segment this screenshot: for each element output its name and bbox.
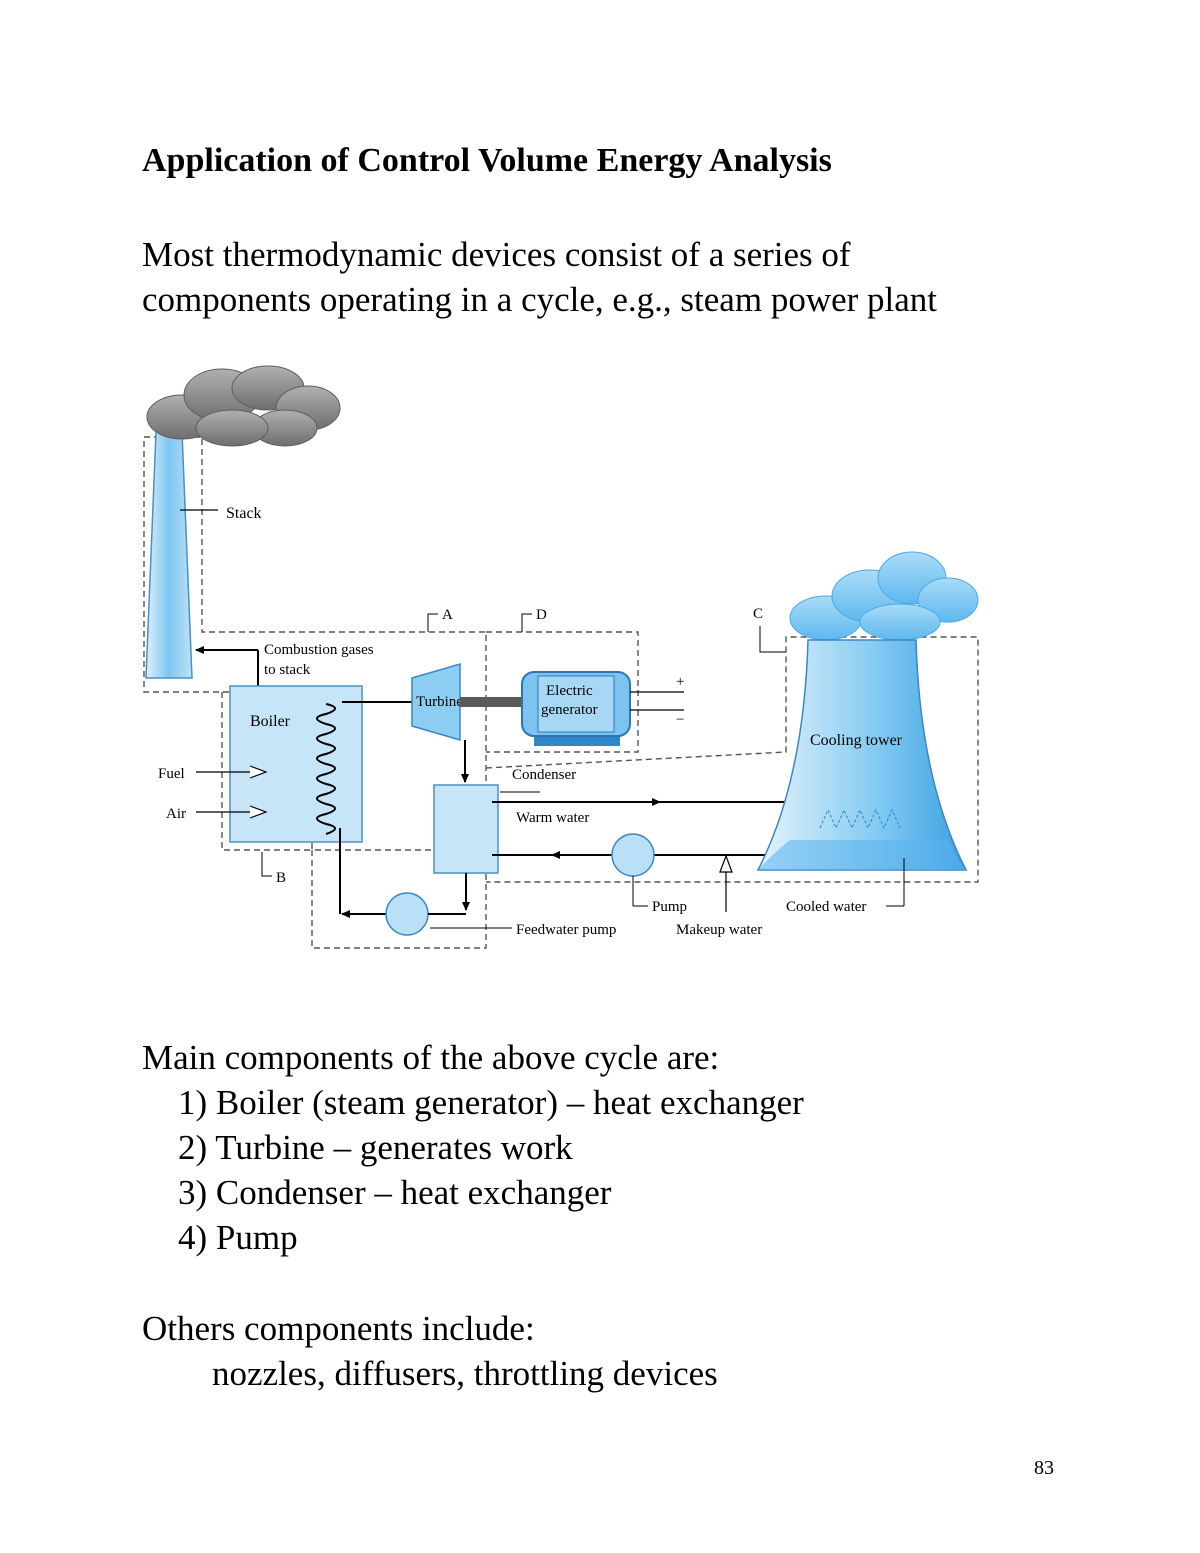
turbine-label: Turbine [416,694,463,710]
others-list: nozzles, diffusers, throttling devices [212,1354,718,1393]
list-item: 2) Turbine – generates work [178,1128,573,1167]
list-item: 4) Pump [178,1218,298,1257]
boiler-coil [316,703,336,835]
boiler-label: Boiler [250,713,291,730]
cooling-tower: Cooling tower [756,551,979,871]
feedwater-pump [385,892,429,936]
warm-water-label: Warm water [516,810,589,826]
makeup-water-inlet: Makeup water [676,854,762,938]
intro-line: Most thermodynamic devices consist of a … [142,235,851,274]
main-components: Main components of the above cycle are: … [142,1035,804,1260]
boundary-b [143,436,487,851]
steam-power-plant-diagram: Stack Combustion gases to stack Boiler F… [143,365,979,949]
air-label: Air [166,806,186,822]
intro-paragraph: Most thermodynamic devices consist of a … [142,232,937,322]
generator-label: generator [541,702,598,718]
condenser: Condenser [433,767,576,874]
control-volume-labels [261,613,786,877]
plus-terminal: + [676,674,684,690]
combustion-label: to stack [264,662,311,678]
others-heading: Others components include: [142,1309,535,1348]
label-d: D [536,607,547,623]
stack-label: Stack [226,505,262,522]
cooling-pump: Pump [611,833,687,915]
list-item: 3) Condenser – heat exchanger [178,1173,612,1212]
pump-label: Pump [652,899,687,915]
makeup-water-label: Makeup water [676,922,762,938]
combustion-gases-flow: Combustion gases to stack [195,642,374,686]
intro-line: components operating in a cycle, e.g., s… [142,280,938,319]
list-item: 1) Boiler (steam generator) – heat excha… [178,1083,804,1122]
boundary-a [311,850,487,949]
page-number: 83 [1034,1457,1054,1479]
cooled-water-label: Cooled water [786,899,866,915]
minus-terminal: − [676,712,684,728]
condenser-label: Condenser [512,767,576,783]
label-a: A [442,607,453,623]
feedwater-pump-label: Feedwater pump [516,922,616,938]
feedwater-loop: Feedwater pump [339,828,616,938]
boiler: Boiler [229,685,363,843]
main-heading: Main components of the above cycle are: [142,1038,720,1077]
smoke-cloud [146,365,341,447]
electric-generator: Electric generator + − [521,671,684,746]
label-c: C [753,606,763,622]
combustion-label: Combustion gases [264,642,374,658]
steam-cloud [789,551,979,641]
generator-label: Electric [546,683,593,699]
fuel-air-inputs: Fuel Air [158,765,268,822]
boundary-b-lower [221,692,312,851]
other-components: Others components include: nozzles, diff… [142,1306,718,1396]
cooling-tower-label: Cooling tower [810,732,903,749]
fuel-label: Fuel [158,766,185,782]
page-title: Application of Control Volume Energy Ana… [142,142,832,179]
turbine: Turbine [411,663,522,741]
label-b: B [276,870,286,886]
stack: Stack [145,365,341,679]
